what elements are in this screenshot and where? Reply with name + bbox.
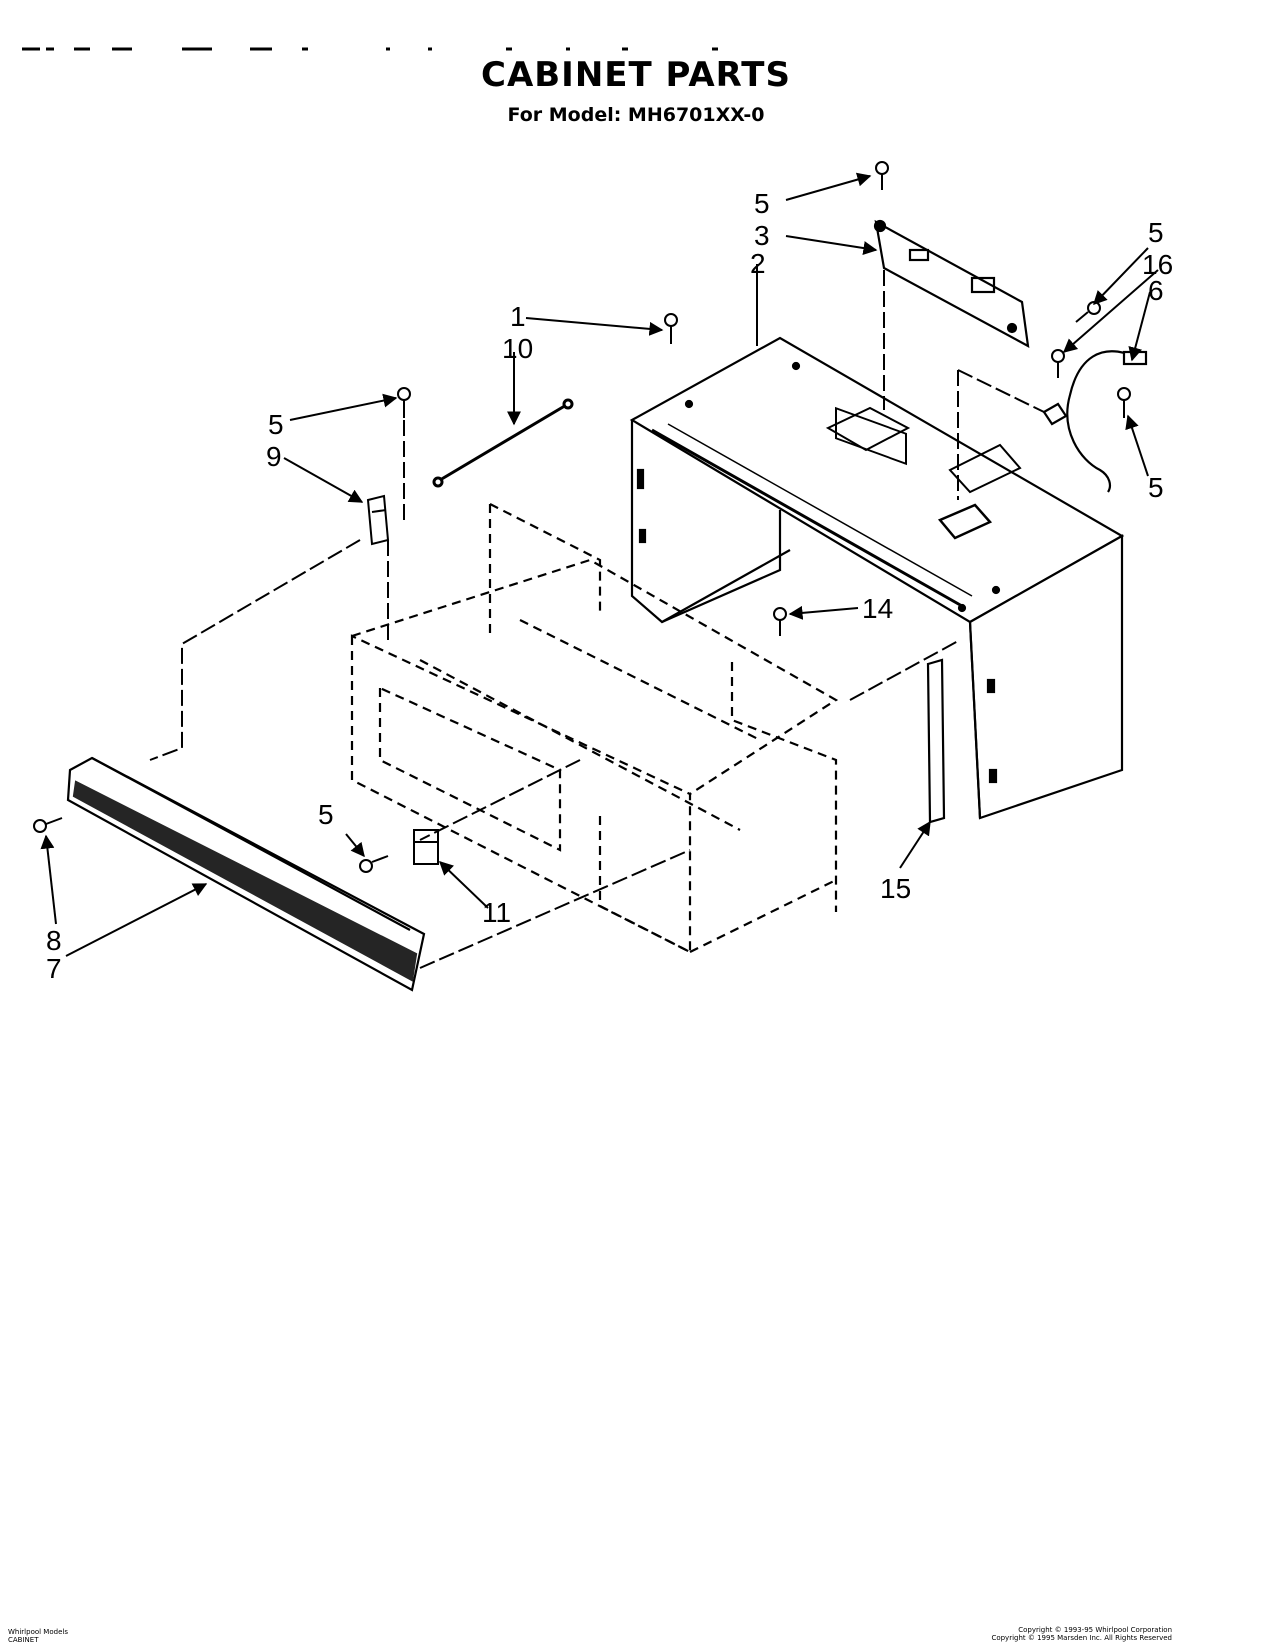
callout-6: 6 <box>1148 275 1164 306</box>
footer-right: Copyright © 1993-95 Whirlpool Corporatio… <box>991 1626 1172 1642</box>
screw-icon <box>1051 349 1065 378</box>
callout-5: 5 <box>1148 472 1164 503</box>
page-title: CABINET PARTS <box>481 55 791 95</box>
callout-16: 16 <box>1142 249 1173 280</box>
callout-10: 10 <box>502 333 533 364</box>
callout-3: 3 <box>754 220 770 251</box>
outer-cabinet <box>629 336 1125 820</box>
callout-5: 5 <box>318 799 334 830</box>
callout-1: 1 <box>510 301 526 332</box>
screw-icon <box>1075 301 1101 323</box>
callout-5: 5 <box>268 409 284 440</box>
assembly-leader-lines <box>149 270 1045 969</box>
footer-right-line2: Copyright © 1995 Marsden Inc. All Rights… <box>991 1634 1172 1642</box>
latch-bracket <box>366 494 390 546</box>
screw-icon <box>773 607 787 636</box>
divider-strip <box>926 658 946 824</box>
callout-15: 15 <box>880 873 911 904</box>
screw-icons <box>33 161 1131 873</box>
rod <box>432 398 574 488</box>
header-dash-line <box>22 47 718 51</box>
screw-icon <box>33 817 63 833</box>
footer-left: Whirlpool Models CABINET <box>8 1628 68 1644</box>
callout-5: 5 <box>754 188 770 219</box>
vent-panel <box>873 219 1030 349</box>
screw-icon <box>1117 387 1131 418</box>
callout-14: 14 <box>862 593 893 624</box>
screw-icon <box>664 313 678 344</box>
model-subtitle: For Model: MH6701XX-0 <box>507 104 765 126</box>
callout-9: 9 <box>266 441 282 472</box>
switch-bracket <box>413 829 439 865</box>
callout-labels: 5 3 2 5 16 6 1 10 5 9 5 14 5 11 15 8 7 <box>46 188 1173 984</box>
callout-7: 7 <box>46 953 62 984</box>
callout-8: 8 <box>46 925 62 956</box>
screw-icon <box>875 161 889 190</box>
screw-icon <box>359 855 389 873</box>
screw-icon <box>397 387 411 418</box>
footer-left-line1: Whirlpool Models <box>8 1628 68 1636</box>
inner-cavity-dashed <box>350 503 839 954</box>
callout-arrows <box>40 172 1159 957</box>
callout-5: 5 <box>1148 217 1164 248</box>
vent-grille <box>66 756 426 992</box>
callout-2: 2 <box>750 248 766 279</box>
footer-left-line2: CABINET <box>8 1636 39 1644</box>
callout-11: 11 <box>482 897 511 928</box>
footer-right-line1: Copyright © 1993-95 Whirlpool Corporatio… <box>1018 1626 1172 1634</box>
